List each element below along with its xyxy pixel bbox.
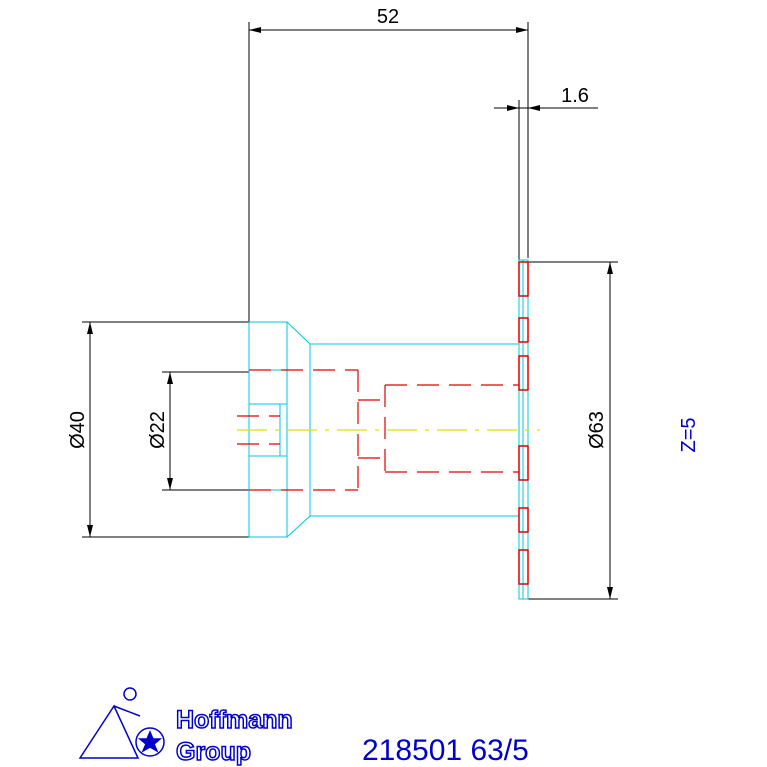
- arrow-length-right: [516, 27, 528, 33]
- logo-head-icon: [123, 687, 137, 701]
- arrow-shank-bottom: [87, 525, 93, 537]
- bore-diameter-label: Ø22: [147, 411, 169, 449]
- blade-teeth: [518, 261, 529, 585]
- arrow-bore-bottom: [167, 478, 173, 490]
- arrow-thickness-left: [507, 105, 519, 111]
- arrow-od-bottom: [607, 587, 613, 599]
- logo-gear-star-icon: [137, 730, 163, 753]
- logo-arm-icon: [113, 705, 141, 717]
- brand-name-line1: Hoffmann: [176, 706, 293, 734]
- teeth-count-label: Z=5: [678, 417, 700, 452]
- arrow-thickness-right: [528, 105, 540, 111]
- hoffmann-logo: [78, 687, 165, 759]
- dimension-lines: [82, 22, 618, 600]
- tooth-5: [518, 507, 529, 533]
- tooth-4: [518, 445, 529, 481]
- outer-diameter-label: Ø63: [586, 411, 608, 449]
- logo-triangle-icon: [78, 704, 140, 759]
- brand-name-line2: Group: [176, 738, 251, 766]
- thickness-dimension-label: 1.6: [561, 85, 589, 107]
- tooth-1: [518, 261, 529, 297]
- tooth-3: [518, 355, 529, 391]
- arrow-od-top: [607, 262, 613, 274]
- dimension-arrows: [87, 27, 613, 599]
- tooth-2: [518, 317, 529, 343]
- hidden-lines: [237, 369, 519, 491]
- shank-diameter-label: Ø40: [67, 411, 89, 449]
- arrow-bore-top: [167, 372, 173, 384]
- arrow-length-left: [249, 27, 261, 33]
- part-number: 218501 63/5: [362, 734, 529, 767]
- tooth-6: [518, 549, 529, 585]
- arrow-shank-top: [87, 322, 93, 334]
- length-dimension-label: 52: [377, 6, 399, 28]
- logo-gear-icon: [135, 727, 165, 757]
